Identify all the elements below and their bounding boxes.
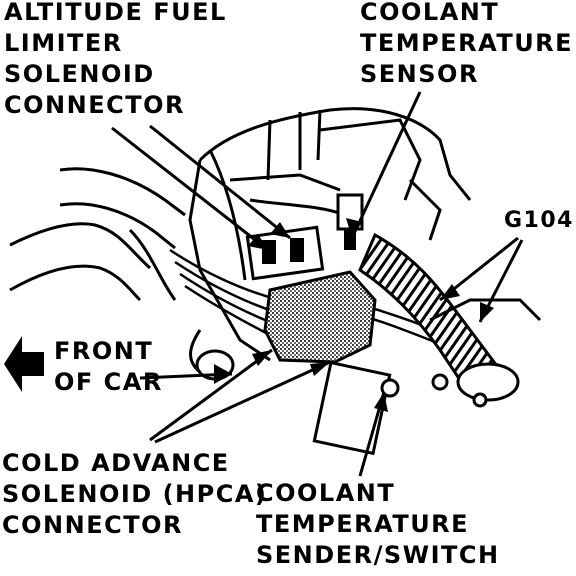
cold-advance-solenoid-connector <box>263 270 377 364</box>
coolant-temperature-sender-label: COOLANT TEMPERATURE SENDER/SWITCH <box>256 478 500 571</box>
label-line: SOLENOID (HPCA) <box>2 480 268 508</box>
label-line: TEMPERATURE <box>360 29 574 57</box>
left-arrow-icon <box>4 336 44 392</box>
coolant-temperature-sender <box>312 360 488 456</box>
label-line: COOLANT <box>256 479 396 507</box>
altitude-fuel-limiter-label: ALTITUDE FUEL LIMITER SOLENOID CONNECTOR <box>4 0 227 121</box>
label-line: COLD ADVANCE <box>2 449 230 477</box>
label-line: CONNECTOR <box>4 91 185 119</box>
label-line: COOLANT <box>360 0 500 26</box>
label-line: LIMITER <box>4 29 123 57</box>
label-line: SOLENOID <box>4 60 155 88</box>
label-line: SENSOR <box>360 60 479 88</box>
cold-advance-solenoid-label: COLD ADVANCE SOLENOID (HPCA) CONNECTOR <box>2 448 267 541</box>
label-line: FRONT <box>54 337 154 365</box>
engine-block <box>188 107 472 362</box>
front-of-car-label: FRONT OF CAR <box>54 336 163 398</box>
label-line: ALTITUDE FUEL <box>4 0 227 26</box>
altitude-fuel-limiter-connector <box>245 225 325 281</box>
radiator-hose <box>9 167 235 381</box>
g104-label: G104 <box>504 205 574 236</box>
label-line: CONNECTOR <box>2 511 183 539</box>
label-line: OF CAR <box>54 368 163 396</box>
label-line: G104 <box>504 208 574 233</box>
leader-lines <box>111 91 524 477</box>
coolant-temperature-sensor-label: COOLANT TEMPERATURE SENSOR <box>360 0 573 90</box>
g104-ground-duct <box>358 232 542 402</box>
label-line: SENDER/SWITCH <box>256 541 500 569</box>
label-line: TEMPERATURE <box>256 510 470 538</box>
